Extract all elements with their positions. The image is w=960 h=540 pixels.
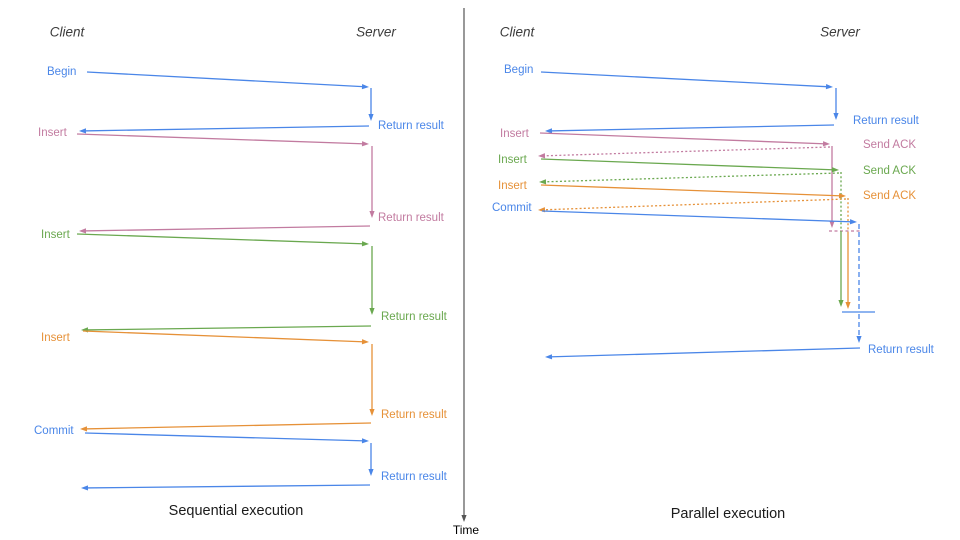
sequential-commit-request-line bbox=[84, 432, 366, 442]
sequential-commit-label: Commit bbox=[34, 425, 74, 437]
sequential-commit-return-label: Return result bbox=[381, 471, 448, 483]
sequential-insert2-return-label: Return result bbox=[381, 311, 448, 323]
sequential-insert2-request-arrowhead-icon bbox=[361, 241, 369, 247]
parallel-insert2-request-arrowhead-icon bbox=[831, 167, 839, 173]
parallel-insert2-ack-line bbox=[542, 172, 840, 183]
parallel-insert3-request-line bbox=[540, 184, 843, 197]
parallel-insert1-ack-line bbox=[541, 146, 831, 157]
parallel-commit-return-line bbox=[548, 347, 861, 358]
parallel-begin-request-arrowhead-icon bbox=[825, 84, 833, 90]
parallel-server-header: Server bbox=[820, 25, 860, 40]
parallel-insert3-ack-line bbox=[541, 198, 847, 211]
sequential-begin-return-line bbox=[82, 125, 370, 132]
sequential-insert1-return-arrowhead-icon bbox=[79, 228, 87, 234]
parallel-insert1-request-line bbox=[539, 132, 827, 145]
parallel-insert2-ack-label: Send ACK bbox=[863, 165, 916, 177]
parallel-insert2-label: Insert bbox=[498, 154, 528, 166]
parallel-insert1-label: Insert bbox=[500, 128, 530, 140]
parallel-insert2-ack-arrowhead-icon bbox=[539, 179, 547, 185]
parallel-begin-return-label: Return result bbox=[853, 115, 920, 127]
sequential-begin-request-arrowhead-icon bbox=[361, 84, 369, 90]
sequential-insert1-return-label: Return result bbox=[378, 212, 445, 224]
parallel-insert1-exec-arrowhead-icon bbox=[829, 221, 835, 228]
sequential-client-header: Client bbox=[50, 25, 86, 40]
sequential-commit-return-line bbox=[84, 484, 371, 489]
time-axis-label: Time bbox=[453, 523, 480, 537]
sequential-title: Sequential execution bbox=[169, 503, 304, 519]
parallel-begin-exec-arrowhead-icon bbox=[833, 113, 839, 120]
sequential-begin-return-label: Return result bbox=[378, 120, 445, 132]
parallel-begin-request-line bbox=[540, 71, 830, 88]
sequential-insert2-label: Insert bbox=[41, 229, 71, 241]
sequential-insert1-request-line bbox=[76, 133, 366, 145]
parallel-commit-label: Commit bbox=[492, 202, 532, 214]
parallel-insert3-ack-label: Send ACK bbox=[863, 190, 916, 202]
sequential-insert2-exec-arrowhead-icon bbox=[369, 308, 375, 315]
sequential-insert3-return-arrowhead-icon bbox=[80, 426, 88, 432]
sequential-begin-exec-arrowhead-icon bbox=[368, 114, 374, 121]
parallel-insert1-ack-arrowhead-icon bbox=[538, 153, 546, 159]
sequential-insert3-request-line bbox=[82, 330, 366, 343]
time-axis-arrowhead-icon bbox=[461, 515, 467, 522]
sequential-begin-request-line bbox=[86, 71, 366, 88]
parallel-begin-label: Begin bbox=[504, 64, 533, 76]
sequential-insert3-label: Insert bbox=[41, 332, 71, 344]
sequential-insert2-request-line bbox=[76, 233, 366, 245]
parallel-insert1-ack-label: Send ACK bbox=[863, 139, 916, 151]
sequential-insert3-exec-arrowhead-icon bbox=[369, 409, 375, 416]
parallel-commit-exec-arrowhead-icon bbox=[856, 336, 862, 343]
parallel-title: Parallel execution bbox=[671, 506, 785, 522]
parallel-commit-request-line bbox=[541, 210, 854, 223]
sequential-insert3-return-line bbox=[83, 422, 372, 430]
parallel-insert3-exec-arrowhead-icon bbox=[845, 302, 851, 309]
sequential-insert1-return-line bbox=[82, 225, 371, 232]
parallel-insert3-request-arrowhead-icon bbox=[838, 193, 846, 199]
parallel-commit-return-label: Return result bbox=[868, 344, 935, 356]
parallel-insert2-request-line bbox=[540, 158, 836, 171]
parallel-begin-return-arrowhead-icon bbox=[545, 128, 553, 134]
parallel-commit-return-arrowhead-icon bbox=[545, 354, 553, 360]
sequential-insert3-return-label: Return result bbox=[381, 409, 448, 421]
sequential-insert1-label: Insert bbox=[38, 127, 68, 139]
sequential-insert3-request-arrowhead-icon bbox=[361, 339, 369, 345]
sequential-server-header: Server bbox=[356, 25, 396, 40]
sequential-insert1-exec-arrowhead-icon bbox=[369, 211, 375, 218]
parallel-insert3-label: Insert bbox=[498, 180, 528, 192]
parallel-begin-return-line bbox=[548, 124, 835, 132]
sequential-commit-request-arrowhead-icon bbox=[361, 438, 369, 444]
parallel-commit-request-arrowhead-icon bbox=[849, 219, 857, 225]
sequential-commit-exec-arrowhead-icon bbox=[368, 469, 374, 476]
sequential-insert2-return-line bbox=[84, 325, 372, 331]
sequential-insert1-request-arrowhead-icon bbox=[361, 141, 369, 147]
parallel-client-header: Client bbox=[500, 25, 536, 40]
parallel-insert1-request-arrowhead-icon bbox=[822, 141, 830, 147]
sequential-begin-label: Begin bbox=[47, 66, 76, 78]
sequential-begin-return-arrowhead-icon bbox=[79, 128, 87, 134]
parallel-insert2-exec-arrowhead-icon bbox=[838, 300, 844, 307]
sequential-commit-return-arrowhead-icon bbox=[81, 485, 89, 491]
